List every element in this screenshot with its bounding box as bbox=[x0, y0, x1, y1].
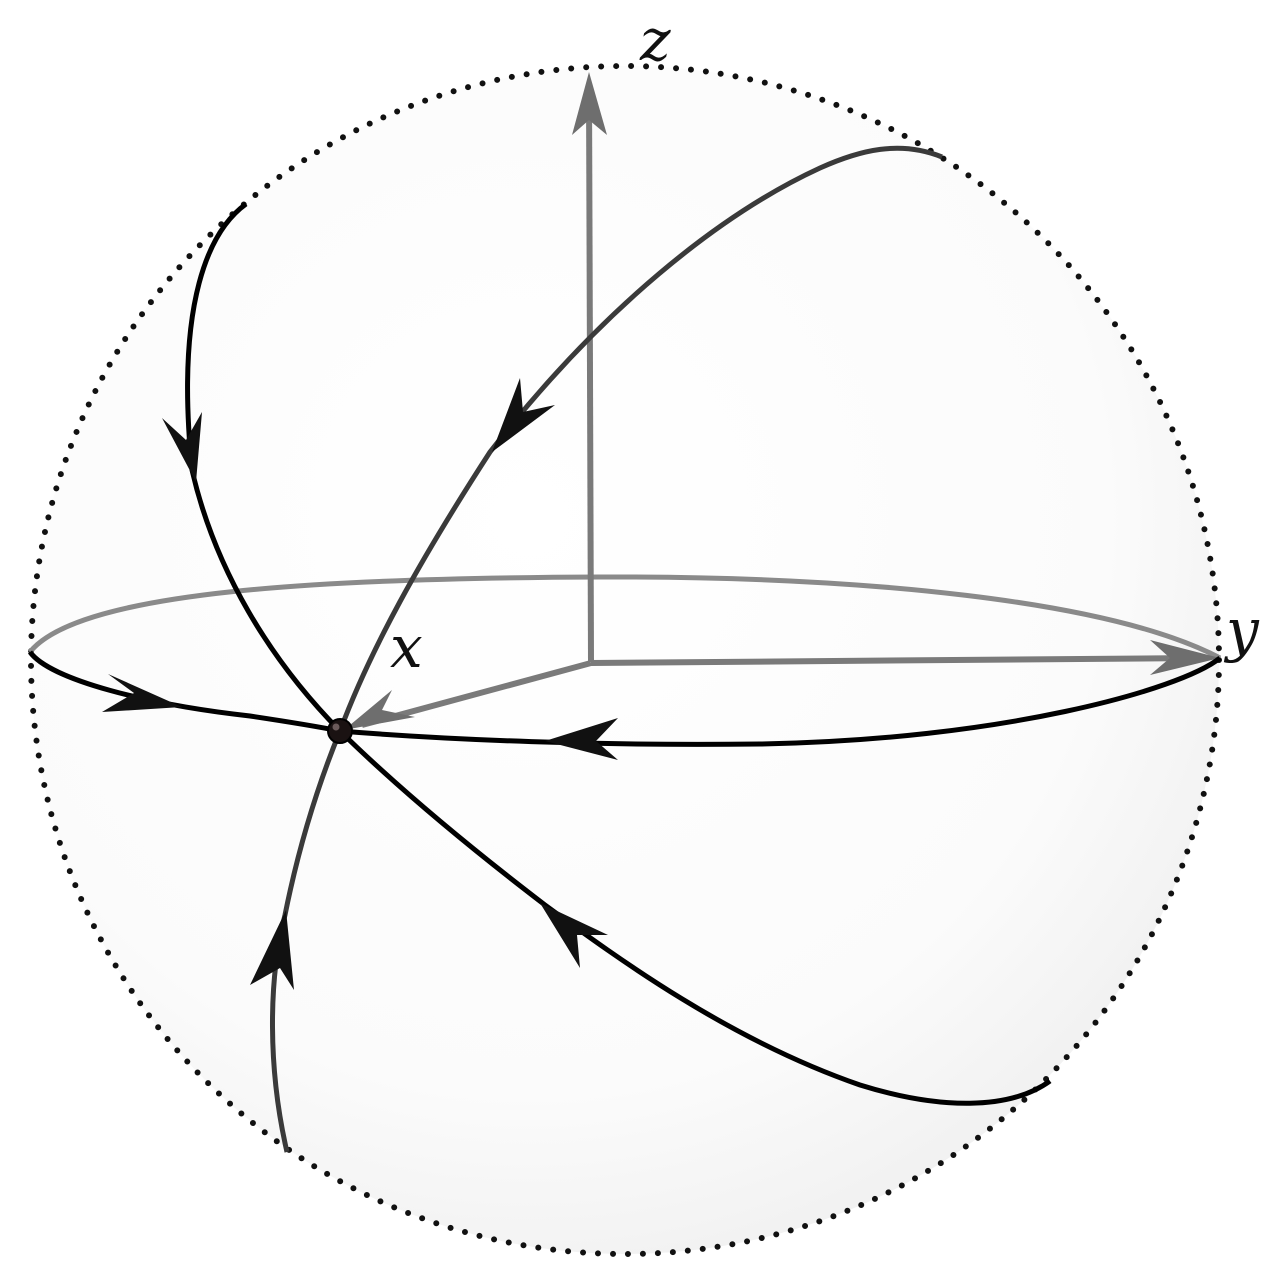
y-axis bbox=[590, 640, 1220, 675]
z-axis-label: z bbox=[639, 6, 671, 74]
trajectory-lower-right bbox=[338, 729, 1052, 1106]
y-axis-arrowhead bbox=[1150, 640, 1220, 675]
equator-back-arc bbox=[28, 574, 1222, 661]
x-axis bbox=[344, 660, 592, 730]
trajectory-equator-right-arrow bbox=[545, 718, 618, 760]
trajectory-lower-right-arrow bbox=[540, 903, 608, 968]
trajectory-upper-right bbox=[337, 145, 943, 732]
trajectory-upper-left-arrow bbox=[162, 412, 202, 482]
x-axis-arrowhead bbox=[344, 690, 415, 730]
trajectory-equator-left bbox=[27, 650, 341, 734]
y-axis-label: y bbox=[1223, 596, 1260, 664]
trajectory-upper-right-arrow bbox=[492, 378, 555, 452]
trajectory-equator-right bbox=[339, 656, 1222, 747]
fixed-point bbox=[327, 718, 353, 744]
fixed-point-highlight bbox=[332, 723, 340, 731]
trajectory-lower-left-arrow bbox=[250, 910, 294, 990]
trajectory-equator-left-arrow bbox=[102, 674, 182, 712]
z-axis-arrowhead bbox=[572, 72, 607, 135]
x-axis-label: x bbox=[390, 613, 423, 681]
z-axis bbox=[572, 72, 607, 663]
